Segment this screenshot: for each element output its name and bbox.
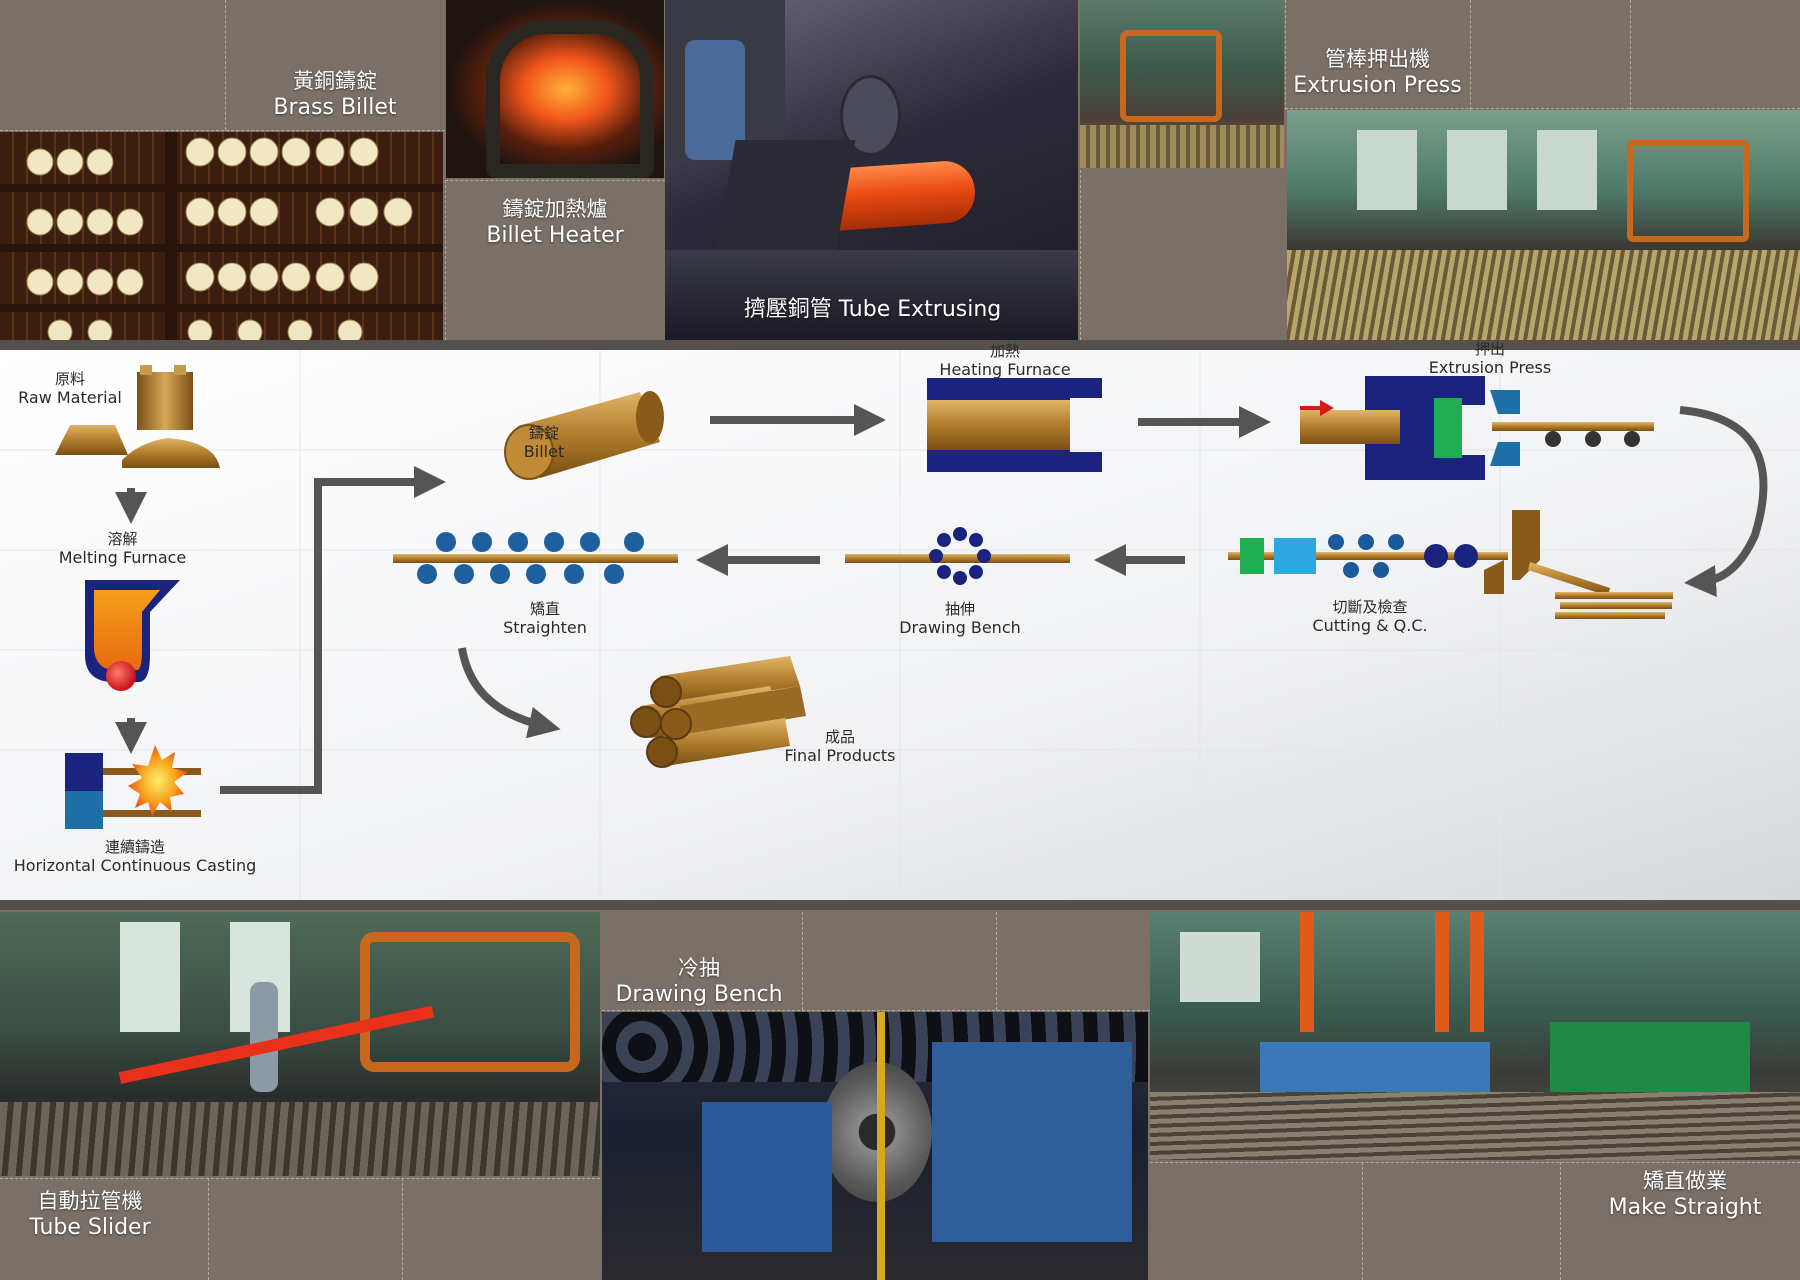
- extrusion-press-photo-large: [1287, 110, 1800, 340]
- make-straight-caption: 矯直做業 Make Straight: [1580, 1168, 1790, 1222]
- label-en: Extrusion Press: [1428, 358, 1552, 377]
- straighten-icon: [393, 532, 678, 584]
- caption-text: 擠壓銅管 Tube Extrusing: [743, 297, 1002, 322]
- top-divider-band: [0, 340, 1800, 350]
- caption-zh: 矯直做業: [1643, 1169, 1727, 1193]
- label-en: Billet: [523, 442, 565, 461]
- straighten-label: 矯直 Straighten: [480, 600, 610, 637]
- label-en: Melting Furnace: [58, 548, 187, 567]
- label-en: Raw Material: [18, 388, 122, 407]
- cutting-qc-label: 切斷及檢查 Cutting & Q.C.: [1290, 598, 1450, 635]
- label-en: Final Products: [784, 746, 896, 765]
- label-zh: 加熱: [989, 342, 1020, 360]
- caption-zh: 管棒押出機: [1325, 47, 1430, 71]
- background-grid: [0, 350, 1800, 900]
- heating-furnace-icon: [927, 378, 1102, 472]
- label-en: Cutting & Q.C.: [1312, 616, 1428, 635]
- continuous-casting-label: 連續鑄造 Horizontal Continuous Casting: [10, 838, 260, 875]
- arrow-straighten-to-final: [458, 647, 561, 739]
- label-en: Heating Furnace: [939, 360, 1071, 379]
- drawing-bench-icon: [845, 527, 1070, 585]
- raw-material-label: 原料 Raw Material: [10, 370, 130, 407]
- billet-icon: [504, 391, 664, 480]
- billet-heater-caption: 鑄錠加熱爐 Billet Heater: [448, 196, 662, 250]
- caption-zh: 鑄錠加熱爐: [502, 197, 608, 221]
- caption-en: Make Straight: [1608, 1195, 1762, 1221]
- cutting-qc-icon: [1228, 510, 1673, 619]
- label-zh: 鑄錠: [528, 424, 559, 442]
- process-flow-graphic: [0, 350, 1800, 900]
- tube-slider-caption: 自動拉管機 Tube Slider: [20, 1188, 160, 1242]
- caption-en: Brass Billet: [273, 95, 397, 121]
- caption-zh: 黃銅鑄錠: [293, 69, 377, 93]
- extrusion-press-photo-small: [1080, 0, 1284, 168]
- brass-billet-caption: 黃銅鑄錠 Brass Billet: [255, 68, 415, 122]
- arrow-casting-to-billet: [220, 466, 446, 794]
- final-products-label: 成品 Final Products: [770, 728, 910, 765]
- caption-en: Extrusion Press: [1293, 73, 1462, 99]
- final-products-icon: [630, 656, 806, 768]
- label-zh: 連續鑄造: [104, 838, 165, 856]
- brass-billet-photo: [0, 132, 443, 340]
- tube-slider-photo: [0, 912, 600, 1176]
- billet-label: 鑄錠 Billet: [494, 424, 594, 461]
- extrusion-press-label: 押出 Extrusion Press: [1410, 340, 1570, 377]
- label-zh: 原料: [54, 370, 85, 388]
- label-zh: 抽伸: [944, 600, 975, 618]
- extrusion-press-icon: [1300, 376, 1654, 480]
- extrusion-press-caption: 管棒押出機 Extrusion Press: [1290, 46, 1465, 100]
- billet-rack-illustration: [0, 132, 443, 340]
- label-zh: 成品: [824, 728, 855, 746]
- caption-en: Drawing Bench: [615, 982, 783, 1008]
- label-en: Drawing Bench: [899, 618, 1021, 637]
- melting-furnace-icon: [85, 580, 180, 691]
- caption-zh: 自動拉管機: [37, 1189, 143, 1213]
- tube-extrusing-caption: 擠壓銅管 Tube Extrusing: [700, 296, 1045, 324]
- heating-furnace-label: 加熱 Heating Furnace: [920, 342, 1090, 379]
- label-zh: 切斷及檢查: [1332, 598, 1408, 616]
- process-flow-diagram: 原料 Raw Material 溶解 Melting Furnace 連續鑄造 …: [0, 340, 1800, 900]
- label-zh: 矯直: [529, 600, 560, 618]
- melting-furnace-label: 溶解 Melting Furnace: [50, 530, 195, 567]
- caption-zh: 冷抽: [678, 956, 720, 980]
- make-straight-photo: [1150, 912, 1800, 1160]
- drawing-bench-caption: 冷抽 Drawing Bench: [612, 955, 786, 1009]
- label-zh: 押出: [1474, 340, 1505, 358]
- arrow-extrusion-to-cutting: [1679, 406, 1768, 598]
- caption-en: Tube Slider: [29, 1215, 151, 1241]
- continuous-casting-icon: [65, 745, 201, 829]
- raw-material-icon: [55, 365, 220, 468]
- label-en: Horizontal Continuous Casting: [13, 856, 257, 875]
- drawing-bench-label: 抽伸 Drawing Bench: [880, 600, 1040, 637]
- bottom-divider-band: [0, 900, 1800, 910]
- label-en: Straighten: [503, 618, 587, 637]
- label-zh: 溶解: [107, 530, 138, 548]
- tube-extrusing-photo: [665, 0, 1078, 340]
- drawing-bench-photo: [602, 1012, 1148, 1280]
- billet-heater-photo: [446, 0, 664, 178]
- caption-en: Billet Heater: [486, 223, 624, 249]
